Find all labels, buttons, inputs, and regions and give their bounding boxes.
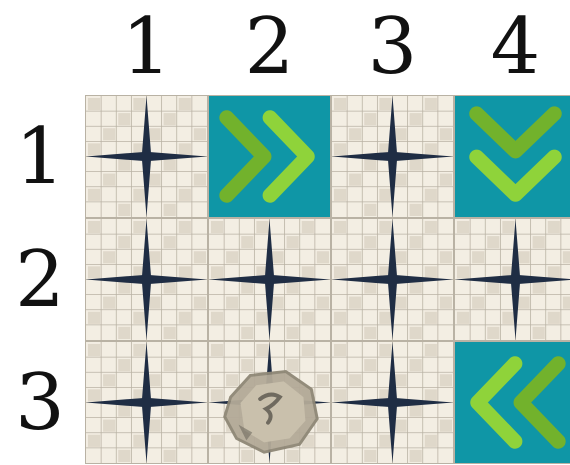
star-tile-icon: [86, 342, 207, 463]
cell-r2-c2[interactable]: [208, 218, 331, 341]
row-label-3: 3: [0, 341, 80, 464]
arrow-down-icon: [455, 96, 570, 217]
column-label-2: 2: [208, 8, 331, 88]
arrow-right-icon: [209, 96, 330, 217]
star-tile-icon: [86, 219, 207, 340]
star-tile-icon: [332, 96, 453, 217]
star-tile-icon: [209, 219, 330, 340]
cell-r3-c1[interactable]: [85, 341, 208, 464]
column-label-1: 1: [85, 8, 208, 88]
row-label-1: 1: [0, 95, 80, 218]
row-label-2: 2: [0, 218, 80, 341]
cell-r2-c4[interactable]: [454, 218, 570, 341]
star-tile-icon: [86, 96, 207, 217]
column-label-3: 3: [331, 8, 454, 88]
star-tile-icon: [332, 342, 453, 463]
cell-r1-c1[interactable]: [85, 95, 208, 218]
game-board: [85, 95, 570, 465]
cell-r1-c4[interactable]: [454, 95, 570, 218]
column-label-4: 4: [454, 8, 570, 88]
cell-r3-c3[interactable]: [331, 341, 454, 464]
cell-r1-c2[interactable]: [208, 95, 331, 218]
cell-r3-c4[interactable]: [454, 341, 570, 464]
cell-r3-c2[interactable]: [208, 341, 331, 464]
star-tile-icon: [455, 219, 570, 340]
star-tile-icon: [332, 219, 453, 340]
cell-r2-c3[interactable]: [331, 218, 454, 341]
cell-r1-c3[interactable]: [331, 95, 454, 218]
cell-r2-c1[interactable]: [85, 218, 208, 341]
arrow-left-icon: [455, 342, 570, 463]
rock-icon: [209, 342, 330, 463]
